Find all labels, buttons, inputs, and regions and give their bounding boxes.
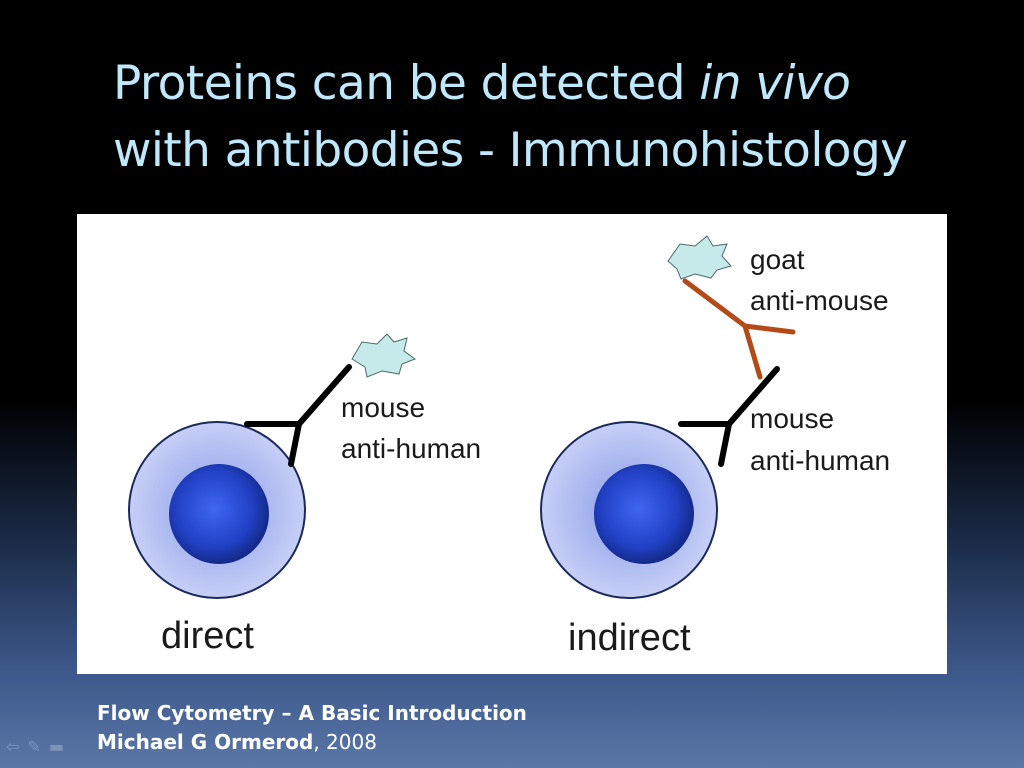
credit-line-1: Flow Cytometry – A Basic Introduction [97, 701, 527, 725]
indirect-secondary-label-line1: goat [750, 244, 805, 275]
direct-primary-antibody [244, 364, 352, 467]
indirect-primary-label-line1: mouse [750, 403, 834, 434]
pen-icon[interactable]: ✎ [27, 737, 41, 756]
title-italic: in vivo [699, 56, 851, 111]
indirect-primary-label-line2: anti-human [750, 445, 890, 476]
direct-antibody-label-line1: mouse [341, 392, 425, 423]
figure-panel: mouse anti-human direct goat anti-mouse … [77, 214, 947, 674]
title-prefix: Proteins can be detected [113, 56, 700, 111]
back-arrow-icon[interactable]: ⇦ [6, 737, 20, 756]
indirect-primary-antibody [678, 366, 780, 467]
indirect-group: goat anti-mouse mouse anti-human indirec… [540, 235, 890, 659]
slide-title-line-1: Proteins can be detected in vivo [113, 50, 993, 117]
direct-fluorophore [351, 333, 417, 378]
credit-line-2: Michael G Ormerod, 2008 [97, 728, 527, 757]
direct-cell-nucleus [169, 464, 269, 564]
indirect-fluorophore [667, 235, 732, 280]
credit-author: Michael G Ormerod [97, 730, 314, 754]
direct-caption: direct [161, 615, 254, 657]
slide-title: Proteins can be detected in vivo with an… [113, 50, 993, 184]
antibody-diagram: mouse anti-human direct goat anti-mouse … [128, 235, 890, 659]
indirect-caption: indirect [568, 617, 691, 659]
slideshow-nav-controls: ⇦ ✎ ▬ [6, 737, 64, 756]
credit-year: , 2008 [313, 730, 377, 754]
indirect-cell-nucleus [594, 464, 694, 564]
indirect-secondary-label-line2: anti-mouse [750, 285, 889, 316]
slide-title-line-2: with antibodies - Immunohistology [113, 123, 908, 178]
direct-antibody-label-line2: anti-human [341, 433, 481, 464]
indirect-secondary-antibody [682, 278, 796, 380]
direct-group: mouse anti-human direct [128, 333, 481, 657]
source-credit: Flow Cytometry – A Basic Introduction Mi… [97, 699, 527, 757]
menu-icon[interactable]: ▬ [48, 737, 64, 756]
